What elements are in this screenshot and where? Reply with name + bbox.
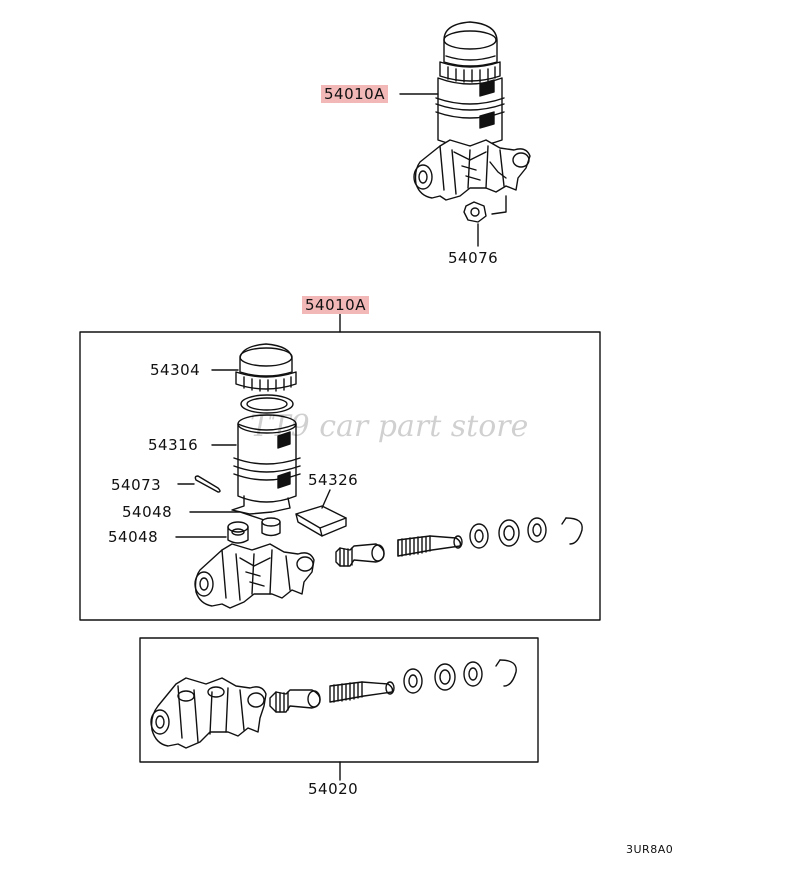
reservoir-cap-drawing [235, 343, 297, 392]
watermark: TT9 car part store [250, 409, 529, 444]
label-assembly-top: 54010A [321, 85, 388, 103]
label-pin: 54073 [111, 476, 162, 494]
kit-seal-rings-drawing [403, 659, 517, 694]
label-gasket: 54326 [308, 471, 359, 489]
secondary-piston-drawing [397, 535, 463, 557]
kit-box [139, 637, 539, 763]
gasket-drawing [295, 505, 347, 537]
label-kit: 54020 [308, 780, 359, 798]
assembly-box [79, 331, 601, 621]
kit-primary-piston-drawing [269, 689, 321, 713]
master-cylinder-assembly-drawing [413, 21, 531, 223]
seal-rings-drawing [469, 517, 583, 549]
pin-drawing [194, 475, 221, 493]
kit-secondary-piston-drawing [329, 681, 395, 703]
label-cap: 54304 [150, 361, 201, 379]
label-reservoir: 54316 [148, 436, 199, 454]
label-nut: 54076 [448, 249, 499, 267]
label-assembly-box: 54010A [302, 296, 369, 314]
reservoir-drawing [231, 414, 301, 515]
diagram-code: 3UR8A0 [626, 843, 674, 856]
cylinder-body-drawing [194, 543, 315, 609]
label-grommet-lower: 54048 [108, 528, 159, 546]
grommets-drawing [227, 517, 281, 544]
primary-piston-drawing [335, 543, 385, 567]
kit-cylinder-body-drawing [150, 677, 267, 749]
label-grommet-upper: 54048 [122, 503, 173, 521]
